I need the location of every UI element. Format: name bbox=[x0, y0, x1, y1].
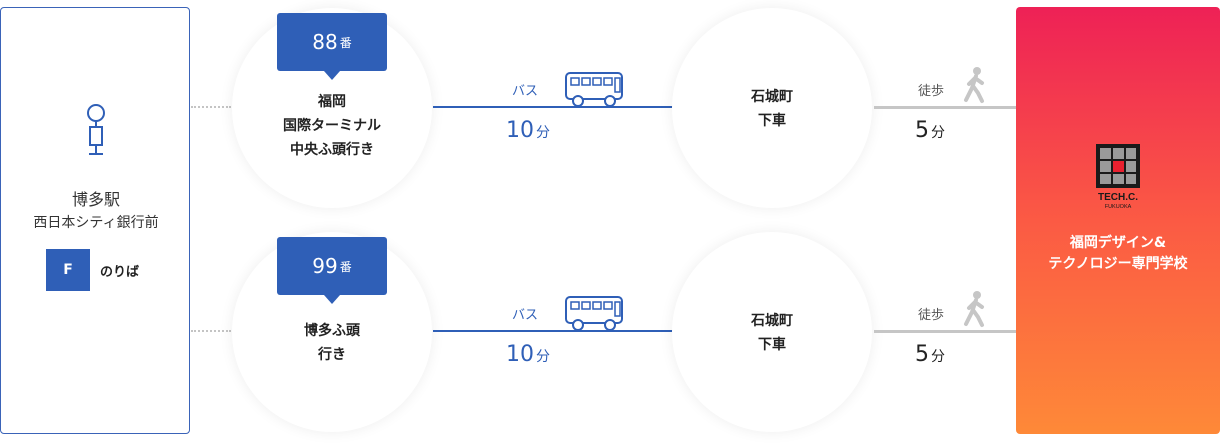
route-1-destination-line: 中央ふ頭行き bbox=[290, 142, 374, 158]
route-2-mode-label: バス bbox=[512, 308, 539, 323]
route-2-walk-duration-unit: 分 bbox=[931, 349, 945, 365]
route-2-number-suffix: 番 bbox=[339, 259, 352, 274]
walking-person-icon bbox=[964, 291, 984, 327]
route-1-bus-duration-value: 10 bbox=[506, 118, 534, 143]
route-1-bus-line bbox=[433, 106, 673, 108]
platform-indicator: F のりば bbox=[46, 249, 139, 291]
route-1-alight-line: 石城町 bbox=[751, 89, 793, 105]
route-2-bus-duration-value: 10 bbox=[506, 342, 534, 367]
bus-icon bbox=[565, 296, 623, 331]
route-1-number-suffix: 番 bbox=[339, 35, 352, 50]
route-2-number: 99 bbox=[312, 254, 338, 278]
destination-name-line: 福岡デザイン& bbox=[1069, 235, 1167, 251]
connector-dots-route-1 bbox=[191, 106, 231, 108]
route-1-alight-circle: 石城町 下車 bbox=[672, 8, 872, 208]
route-1-walk-duration-unit: 分 bbox=[931, 125, 945, 141]
walking-person-icon bbox=[964, 67, 984, 103]
route-2-bus-line bbox=[433, 330, 673, 332]
route-2-alight-circle: 石城町 下車 bbox=[672, 232, 872, 432]
bus-icon bbox=[565, 72, 623, 107]
destination-name-line: テクノロジー専門学校 bbox=[1048, 256, 1188, 272]
route-2-alight-stop: 石城町 下車 bbox=[672, 309, 872, 357]
route-1-destination-line: 福岡 bbox=[318, 94, 346, 110]
route-1-bus-duration-unit: 分 bbox=[536, 125, 550, 141]
route-2-bus-duration-unit: 分 bbox=[536, 349, 550, 365]
svg-text:FUKUOKA: FUKUOKA bbox=[1105, 204, 1132, 210]
school-logo: TECH.C. FUKUOKA bbox=[1096, 144, 1140, 210]
route-2-walk-duration-value: 5 bbox=[915, 342, 929, 367]
route-1-walk-line bbox=[874, 106, 1017, 109]
destination-school-card: TECH.C. FUKUOKA 福岡デザイン& テクノロジー専門学校 bbox=[1016, 7, 1220, 434]
platform-label: のりば bbox=[100, 264, 140, 280]
route-1-walk-duration-value: 5 bbox=[915, 118, 929, 143]
route-1-mode-label: バス bbox=[512, 84, 539, 99]
connector-dots-route-2 bbox=[191, 330, 231, 332]
route-1-destination: 福岡 国際ターミナル 中央ふ頭行き bbox=[232, 90, 432, 162]
route-1-alight-line: 下車 bbox=[758, 113, 786, 129]
route-2-destination: 博多ふ頭 行き bbox=[232, 319, 432, 367]
route-1-number: 88 bbox=[312, 30, 338, 54]
origin-station-card: 博多駅 西日本シティ銀行前 F のりば bbox=[0, 7, 190, 434]
route-2-alight-line: 石城町 bbox=[751, 313, 793, 329]
route-2-alight-line: 下車 bbox=[758, 337, 786, 353]
route-1-destination-line: 国際ターミナル bbox=[283, 118, 381, 134]
route-2-walk-line bbox=[874, 330, 1017, 333]
route-2-destination-line: 博多ふ頭 bbox=[304, 323, 360, 339]
route-1-walk-label: 徒歩 bbox=[918, 84, 945, 99]
platform-letter-badge: F bbox=[46, 249, 90, 291]
route-2-destination-line: 行き bbox=[318, 347, 346, 363]
bus-stop-icon bbox=[87, 104, 105, 155]
origin-station-name: 博多駅 bbox=[71, 190, 120, 209]
origin-stop-name: 西日本シティ銀行前 bbox=[33, 215, 159, 231]
route-1-alight-stop: 石城町 下車 bbox=[672, 85, 872, 133]
svg-text:TECH.C.: TECH.C. bbox=[1098, 192, 1138, 203]
route-2-walk-label: 徒歩 bbox=[918, 308, 945, 323]
